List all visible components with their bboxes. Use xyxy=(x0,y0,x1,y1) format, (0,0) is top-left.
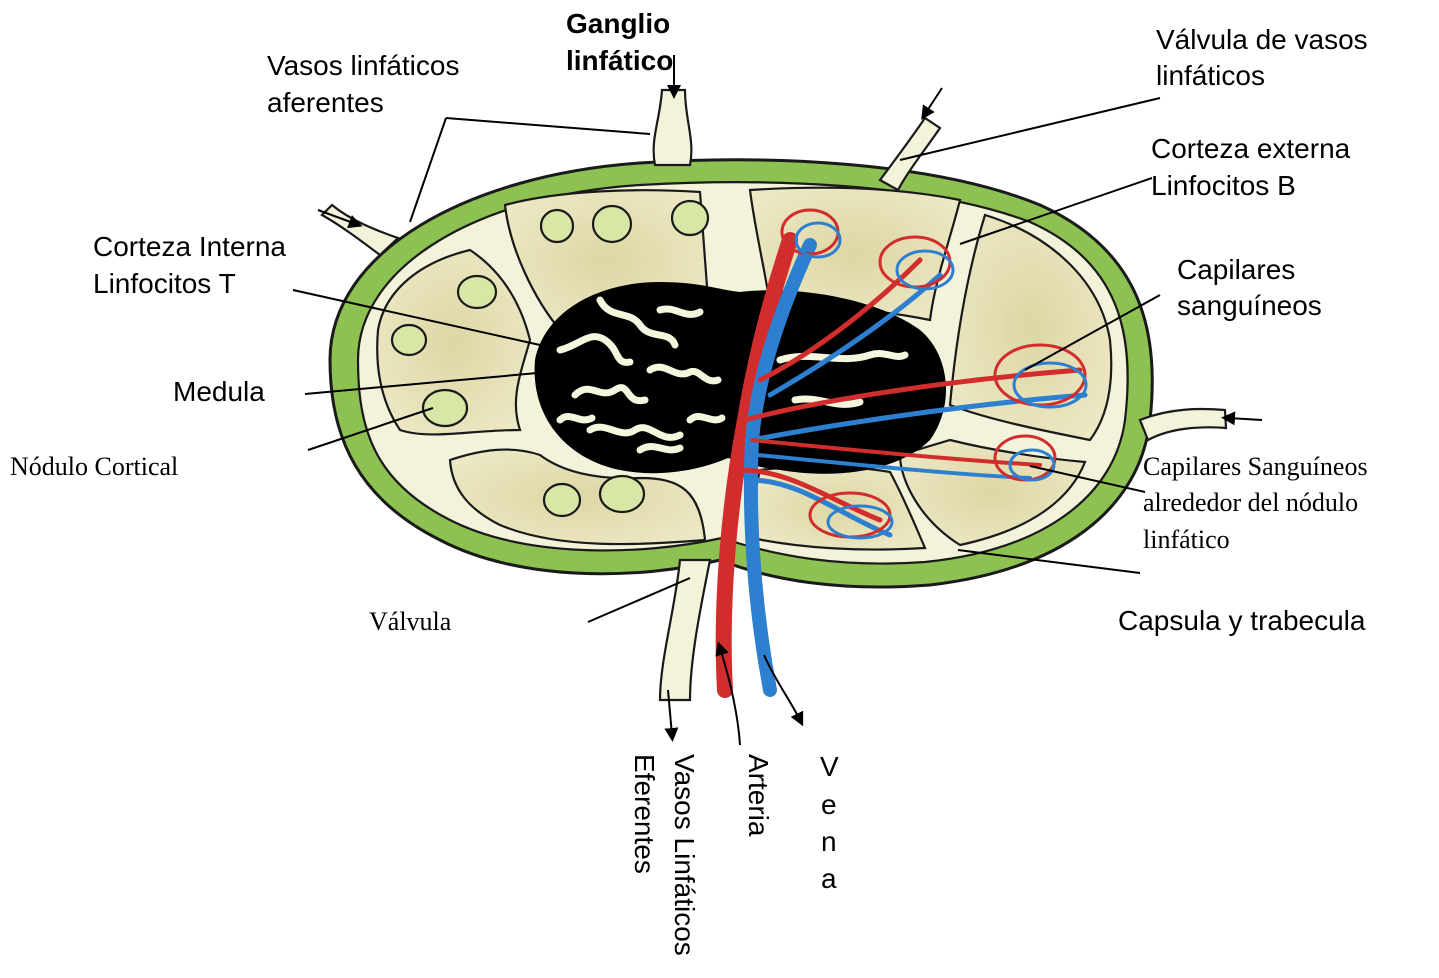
lymph-node xyxy=(322,90,1226,700)
label-capillaries-nodule-2: alrededor del nódulo xyxy=(1143,488,1358,517)
label-artery: Arteria xyxy=(743,754,774,837)
label-outer-cortex-1: Corteza externa xyxy=(1151,133,1351,164)
title-line-2: linfático xyxy=(566,45,673,76)
label-efferent-2: Eferentes xyxy=(629,754,660,874)
label-efferent-1: Vasos Linfáticos xyxy=(669,754,700,956)
label-capillaries-1: Capilares xyxy=(1177,254,1295,285)
label-cortical-nodule: Nódulo Cortical xyxy=(10,452,178,481)
label-outer-cortex-2: Linfocitos B xyxy=(1151,170,1296,201)
label-vein-e: e xyxy=(821,789,837,820)
label-afferent-1: Vasos linfáticos xyxy=(267,50,459,81)
label-vein-a: a xyxy=(821,863,837,894)
label-medulla: Medula xyxy=(173,376,265,407)
label-afferent-2: aferentes xyxy=(267,87,384,118)
title-line-1: Ganglio xyxy=(566,8,670,39)
label-capsule: Capsula y trabecula xyxy=(1118,605,1366,636)
label-vein-n: n xyxy=(821,826,837,857)
label-valve-vessels-2: linfáticos xyxy=(1156,60,1265,91)
label-inner-cortex-2: Linfocitos T xyxy=(93,268,236,299)
label-capillaries-nodule-1: Capilares Sanguíneos xyxy=(1143,452,1368,481)
label-inner-cortex-1: Corteza Interna xyxy=(93,231,286,262)
label-valve-vessels-1: Válvula de vasos xyxy=(1156,24,1368,55)
label-capillaries-2: sanguíneos xyxy=(1177,290,1322,321)
label-capillaries-nodule-3: linfático xyxy=(1143,525,1230,554)
label-vein-v: V xyxy=(820,751,839,782)
label-valve: Válvula xyxy=(369,607,452,636)
